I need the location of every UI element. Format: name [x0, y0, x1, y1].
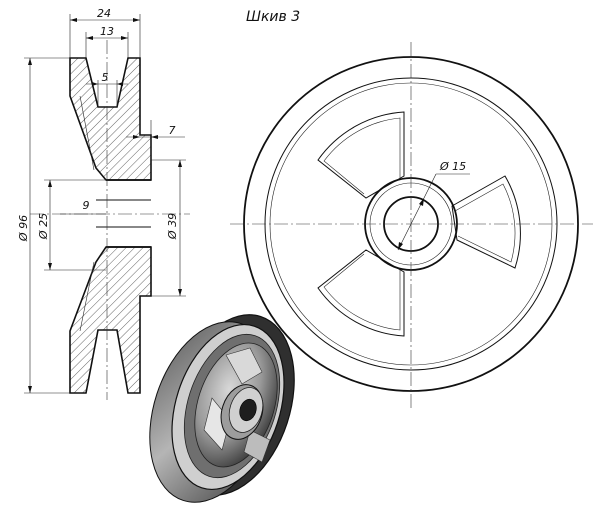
section-view	[30, 40, 190, 400]
svg-text:Ø 15: Ø 15	[439, 160, 466, 173]
dim-hub-diameter: Ø 39	[151, 159, 186, 297]
section-upper-hatch	[69, 57, 152, 181]
front-view: Ø 15	[230, 42, 593, 408]
svg-text:7: 7	[169, 124, 176, 137]
svg-text:5: 5	[102, 71, 109, 84]
svg-text:13: 13	[100, 25, 114, 38]
dim-hub-offset: 7	[126, 120, 185, 160]
svg-text:24: 24	[97, 7, 111, 20]
svg-text:Ø 39: Ø 39	[166, 213, 179, 240]
spoke-window-right	[451, 175, 521, 269]
spoke-window-top	[317, 111, 405, 199]
dim-outer-diameter: Ø 96	[17, 57, 70, 394]
dim-bore-diameter: Ø 25	[37, 179, 106, 271]
isometric-view	[149, 314, 295, 503]
dim-groove-top: 13	[85, 25, 129, 58]
dim-groove-bottom: 5	[86, 71, 128, 107]
svg-text:Ø 25: Ø 25	[37, 213, 50, 240]
spoke-window-bottom	[317, 249, 405, 337]
drawing-title: Шкив 3	[246, 9, 300, 25]
dim-overall-width: 24	[69, 7, 141, 58]
svg-text:Ø 96: Ø 96	[17, 215, 30, 242]
svg-text:9: 9	[83, 199, 90, 212]
dim-bore-length: 9	[60, 199, 106, 215]
dim-shaft-hole: Ø 15	[397, 160, 470, 251]
